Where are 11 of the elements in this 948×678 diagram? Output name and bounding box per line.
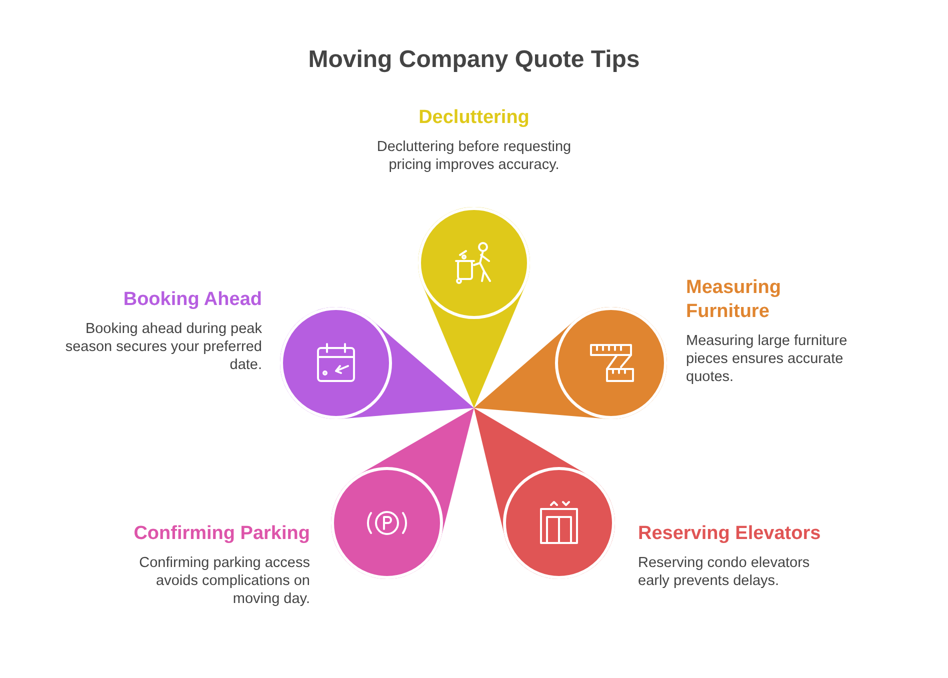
- tip-description: Measuring large furniture pieces ensures accurate quotes.: [686, 332, 848, 386]
- tip-heading: Decluttering: [418, 106, 530, 130]
- diagram-title: Moving Company Quote Tips: [307, 46, 641, 74]
- tip-heading: Measuring Furniture: [686, 276, 782, 324]
- tip-description: Decluttering before requesting pricing improves accuracy.: [376, 138, 572, 174]
- tip-description: Reserving condo elevators early prevents delays.: [638, 554, 811, 590]
- tip-description: Booking ahead during peak season secures your preferred date.: [64, 320, 262, 374]
- tip-description: Confirming parking access avoids complications on moving day.: [138, 554, 310, 608]
- tip-heading: Reserving Elevators: [638, 522, 821, 546]
- tip-heading: Booking Ahead: [123, 288, 262, 312]
- tip-heading: Confirming Parking: [134, 522, 310, 546]
